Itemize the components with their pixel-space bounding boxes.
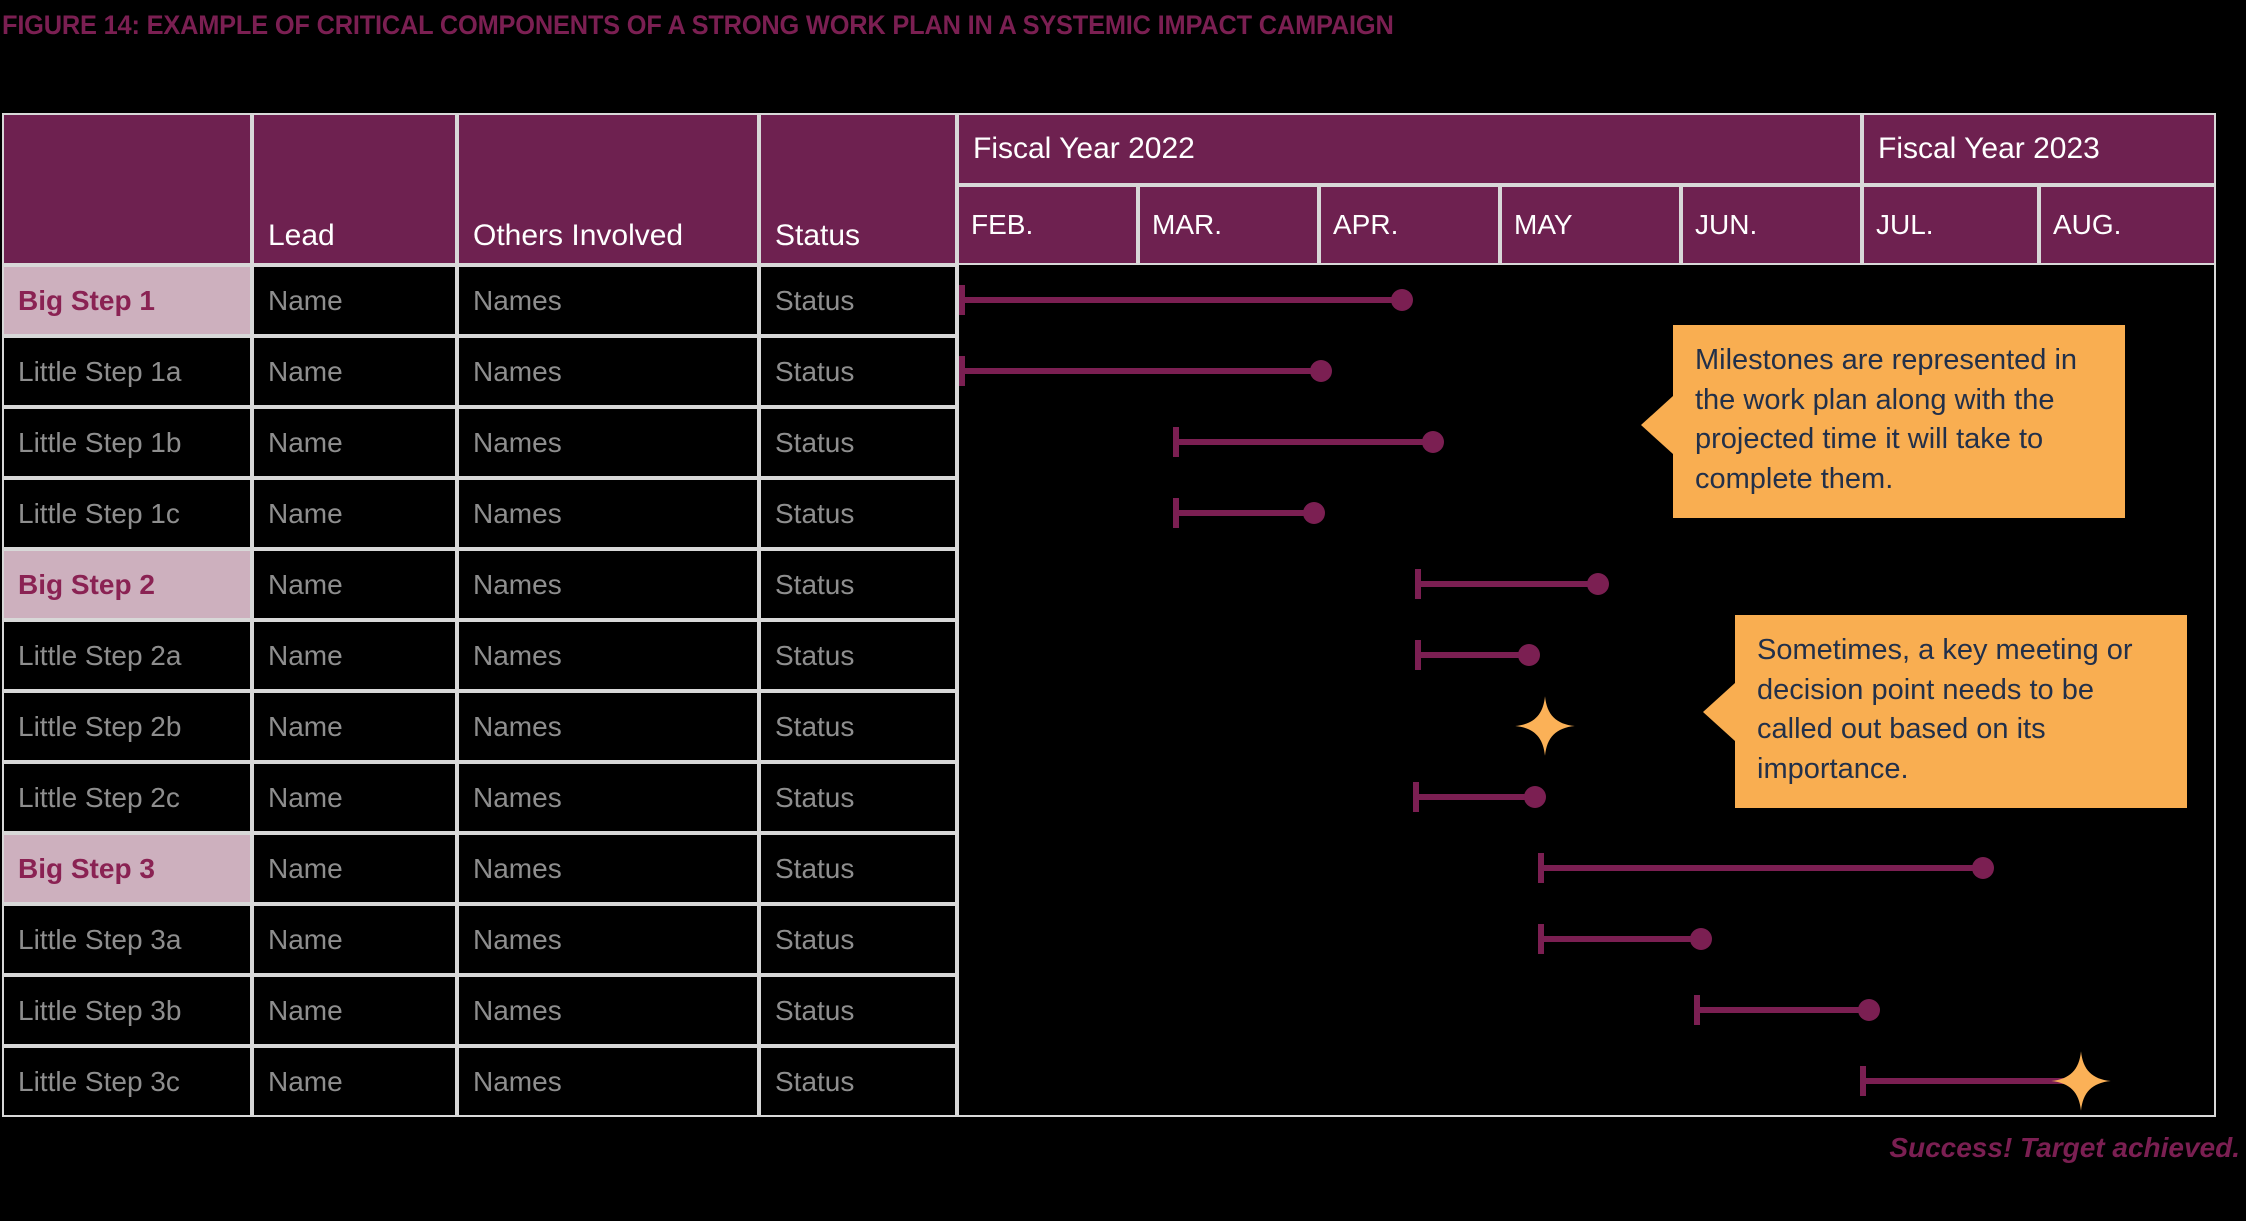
cell-lead: Name <box>252 336 457 407</box>
cell-others-involved: Names <box>457 336 759 407</box>
cell-status: Status <box>759 478 957 549</box>
cell-status: Status <box>759 691 957 762</box>
cell-lead: Name <box>252 478 457 549</box>
cell-lead: Name <box>252 620 457 691</box>
cell-step: Little Step 2b <box>2 691 252 762</box>
header-fiscal-year-2023: Fiscal Year 2023 <box>1862 113 2216 185</box>
cell-others-involved: Names <box>457 407 759 478</box>
cell-status: Status <box>759 620 957 691</box>
cell-lead: Name <box>252 762 457 833</box>
cell-lead: Name <box>252 407 457 478</box>
cell-timeline <box>957 833 2216 904</box>
work-plan-table: Lead Others Involved Status Fiscal Year … <box>2 113 2216 1117</box>
cell-lead: Name <box>252 904 457 975</box>
cell-step: Little Step 1c <box>2 478 252 549</box>
header-cell-lead: Lead <box>252 113 457 265</box>
callout-key-meeting: Sometimes, a key meeting or decision poi… <box>1703 615 2187 808</box>
page-title: FIGURE 14: EXAMPLE OF CRITICAL COMPONENT… <box>2 10 1394 40</box>
cell-others-involved: Names <box>457 762 759 833</box>
cell-others-involved: Names <box>457 478 759 549</box>
header-cell-step <box>2 113 252 265</box>
cell-status: Status <box>759 904 957 975</box>
cell-timeline <box>957 904 2216 975</box>
callout-milestones-text: Milestones are represented in the work p… <box>1695 344 2078 496</box>
header-month-mar: MAR. <box>1138 185 1319 265</box>
header-fiscal-year-2022: Fiscal Year 2022 <box>957 113 1862 185</box>
header-cell-status: Status <box>759 113 957 265</box>
callout-tail-icon <box>1641 396 1673 454</box>
cell-status: Status <box>759 549 957 620</box>
header-month-jun: JUN. <box>1681 185 1862 265</box>
cell-step: Little Step 3a <box>2 904 252 975</box>
cell-others-involved: Names <box>457 620 759 691</box>
cell-lead: Name <box>252 975 457 1046</box>
cell-step: Little Step 3b <box>2 975 252 1046</box>
cell-status: Status <box>759 336 957 407</box>
callout-tail-icon <box>1703 683 1735 741</box>
cell-status: Status <box>759 265 957 336</box>
cell-lead: Name <box>252 1046 457 1117</box>
cell-status: Status <box>759 833 957 904</box>
header-cell-others-involved: Others Involved <box>457 113 759 265</box>
header-month-aug: AUG. <box>2039 185 2216 265</box>
table-header: Lead Others Involved Status Fiscal Year … <box>2 113 2216 265</box>
cell-others-involved: Names <box>457 904 759 975</box>
cell-others-involved: Names <box>457 691 759 762</box>
header-month-apr: APR. <box>1319 185 1500 265</box>
cell-lead: Name <box>252 549 457 620</box>
cell-status: Status <box>759 407 957 478</box>
cell-others-involved: Names <box>457 833 759 904</box>
header-month-jul: JUL. <box>1862 185 2039 265</box>
cell-lead: Name <box>252 265 457 336</box>
cell-status: Status <box>759 975 957 1046</box>
cell-others-involved: Names <box>457 975 759 1046</box>
cell-step: Little Step 2c <box>2 762 252 833</box>
cell-timeline <box>957 975 2216 1046</box>
cell-status: Status <box>759 1046 957 1117</box>
cell-status: Status <box>759 762 957 833</box>
header-month-may: MAY <box>1500 185 1681 265</box>
footer-note: Success! Target achieved. <box>1889 1132 2240 1163</box>
cell-step: Little Step 1b <box>2 407 252 478</box>
cell-lead: Name <box>252 691 457 762</box>
cell-others-involved: Names <box>457 549 759 620</box>
cell-timeline <box>957 549 2216 620</box>
cell-others-involved: Names <box>457 265 759 336</box>
cell-lead: Name <box>252 833 457 904</box>
callout-milestones: Milestones are represented in the work p… <box>1641 325 2125 518</box>
cell-step: Big Step 3 <box>2 833 252 904</box>
cell-step: Big Step 2 <box>2 549 252 620</box>
cell-step: Little Step 3c <box>2 1046 252 1117</box>
cell-step: Little Step 1a <box>2 336 252 407</box>
callout-key-meeting-text: Sometimes, a key meeting or decision poi… <box>1757 634 2133 786</box>
cell-others-involved: Names <box>457 1046 759 1117</box>
header-month-feb: FEB. <box>957 185 1138 265</box>
cell-step: Little Step 2a <box>2 620 252 691</box>
cell-timeline <box>957 1046 2216 1117</box>
cell-step: Big Step 1 <box>2 265 252 336</box>
